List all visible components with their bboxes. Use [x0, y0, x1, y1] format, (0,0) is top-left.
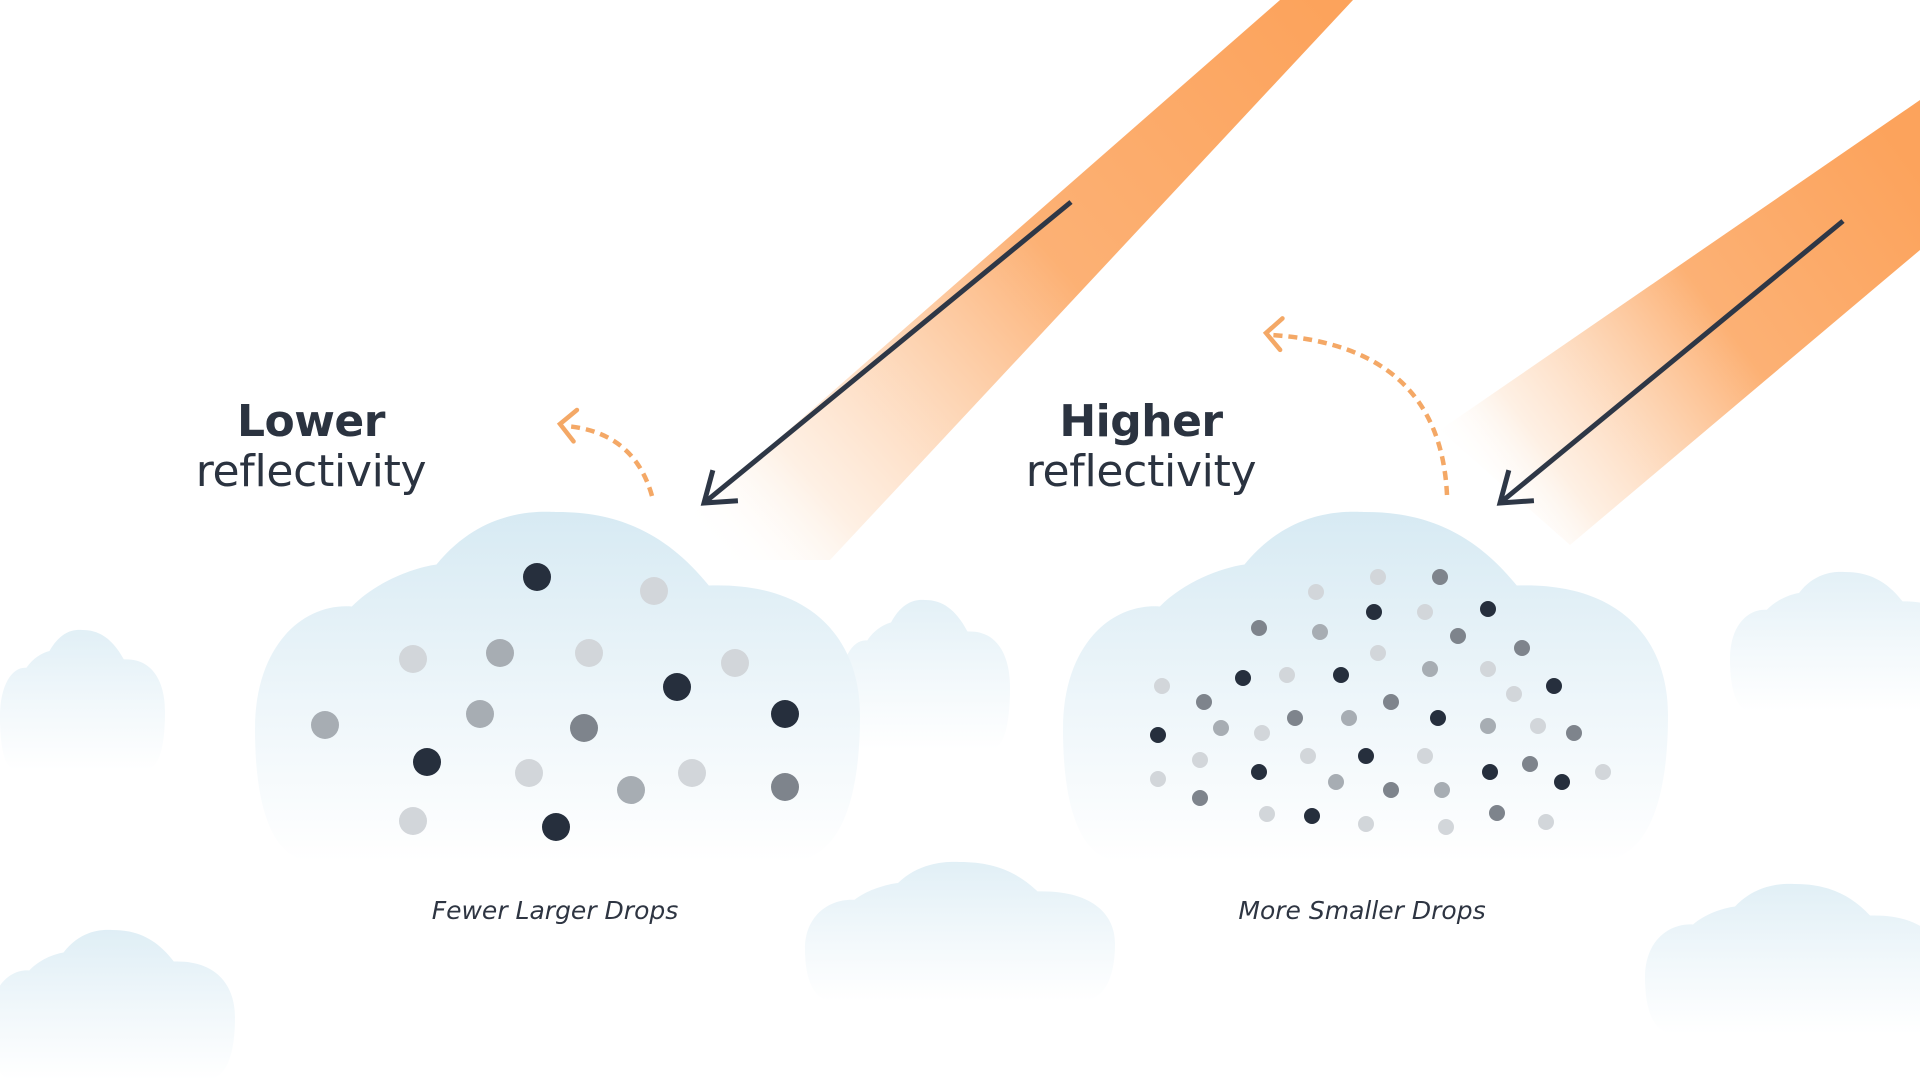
right-caption: More Smaller Drops: [1238, 896, 1486, 925]
reflected-arrow-icon: [1262, 316, 1450, 496]
left-caption: Fewer Larger Drops: [431, 896, 679, 925]
large-droplet: [486, 639, 514, 667]
small-droplet: [1480, 601, 1496, 617]
small-droplet: [1333, 667, 1349, 683]
large-droplet: [640, 577, 668, 605]
reflected-light-arrows: [556, 316, 1450, 497]
incoming-light-arrows: [700, 200, 1845, 506]
large-droplet: [399, 807, 427, 835]
right-subtitle: reflectivity: [1025, 446, 1257, 497]
reflected-arrow-icon: [556, 407, 655, 497]
small-droplet: [1312, 624, 1328, 640]
small-droplet: [1259, 806, 1275, 822]
droplets: [311, 563, 1611, 841]
background-cloud: [1645, 883, 1920, 1034]
background-cloud: [840, 599, 1010, 750]
large-droplet: [771, 700, 799, 728]
small-droplet: [1358, 816, 1374, 832]
small-droplet: [1566, 725, 1582, 741]
large-droplet: [663, 673, 691, 701]
small-droplet: [1150, 771, 1166, 787]
large-droplet: [542, 813, 570, 841]
small-droplet: [1480, 718, 1496, 734]
small-droplet: [1287, 710, 1303, 726]
small-droplet: [1383, 782, 1399, 798]
small-droplet: [1366, 604, 1382, 620]
small-droplet: [1383, 694, 1399, 710]
main-cloud: [255, 511, 860, 862]
main-cloud: [1063, 511, 1668, 862]
small-droplet: [1341, 710, 1357, 726]
small-droplet: [1192, 752, 1208, 768]
large-droplet: [721, 649, 749, 677]
small-droplet: [1430, 710, 1446, 726]
small-droplet: [1417, 748, 1433, 764]
large-droplet: [413, 748, 441, 776]
small-droplet: [1358, 748, 1374, 764]
small-droplet: [1251, 764, 1267, 780]
background-cloud: [0, 929, 235, 1080]
left-panel-label: Lower reflectivity: [196, 400, 427, 494]
sunlight-beam: [1440, 100, 1920, 545]
small-droplet: [1522, 756, 1538, 772]
small-droplet: [1235, 670, 1251, 686]
small-droplet: [1251, 620, 1267, 636]
large-droplet: [523, 563, 551, 591]
small-droplet: [1432, 569, 1448, 585]
large-droplet: [466, 700, 494, 728]
small-droplet: [1506, 686, 1522, 702]
small-droplet: [1554, 774, 1570, 790]
small-droplet: [1489, 805, 1505, 821]
large-droplet: [570, 714, 598, 742]
small-droplet: [1480, 661, 1496, 677]
small-droplet: [1150, 727, 1166, 743]
small-droplet: [1154, 678, 1170, 694]
small-droplet: [1304, 808, 1320, 824]
small-droplet: [1370, 569, 1386, 585]
small-droplet: [1192, 790, 1208, 806]
small-droplet: [1538, 814, 1554, 830]
small-droplet: [1417, 604, 1433, 620]
small-droplet: [1300, 748, 1316, 764]
small-droplet: [1450, 628, 1466, 644]
right-title: Higher: [1059, 396, 1223, 447]
small-droplet: [1196, 694, 1212, 710]
background-cloud: [1730, 571, 1920, 712]
small-droplet: [1370, 645, 1386, 661]
sunlight-beam: [640, 0, 1353, 560]
incoming-arrow-icon: [700, 200, 1073, 506]
large-droplet: [515, 759, 543, 787]
small-droplet: [1438, 819, 1454, 835]
small-droplet: [1434, 782, 1450, 798]
small-droplet: [1482, 764, 1498, 780]
large-droplet: [399, 645, 427, 673]
small-droplet: [1254, 725, 1270, 741]
background-cloud: [0, 629, 165, 770]
large-droplet: [771, 773, 799, 801]
large-droplet: [311, 711, 339, 739]
left-title: Lower: [237, 396, 385, 447]
large-droplet: [678, 759, 706, 787]
small-droplet: [1595, 764, 1611, 780]
background-clouds: [0, 571, 1920, 1080]
background-cloud: [805, 861, 1115, 1002]
sunlight-beams: [640, 0, 1920, 560]
main-clouds: [255, 511, 1668, 862]
small-droplet: [1328, 774, 1344, 790]
small-droplet: [1213, 720, 1229, 736]
small-droplet: [1422, 661, 1438, 677]
small-droplet: [1279, 667, 1295, 683]
large-droplet: [575, 639, 603, 667]
small-droplet: [1530, 718, 1546, 734]
left-subtitle: reflectivity: [195, 446, 427, 497]
small-droplet: [1308, 584, 1324, 600]
right-panel-label: Higher reflectivity: [1026, 400, 1257, 494]
incoming-arrow-icon: [1496, 219, 1845, 506]
large-droplet: [617, 776, 645, 804]
small-droplet: [1514, 640, 1530, 656]
small-droplet: [1546, 678, 1562, 694]
